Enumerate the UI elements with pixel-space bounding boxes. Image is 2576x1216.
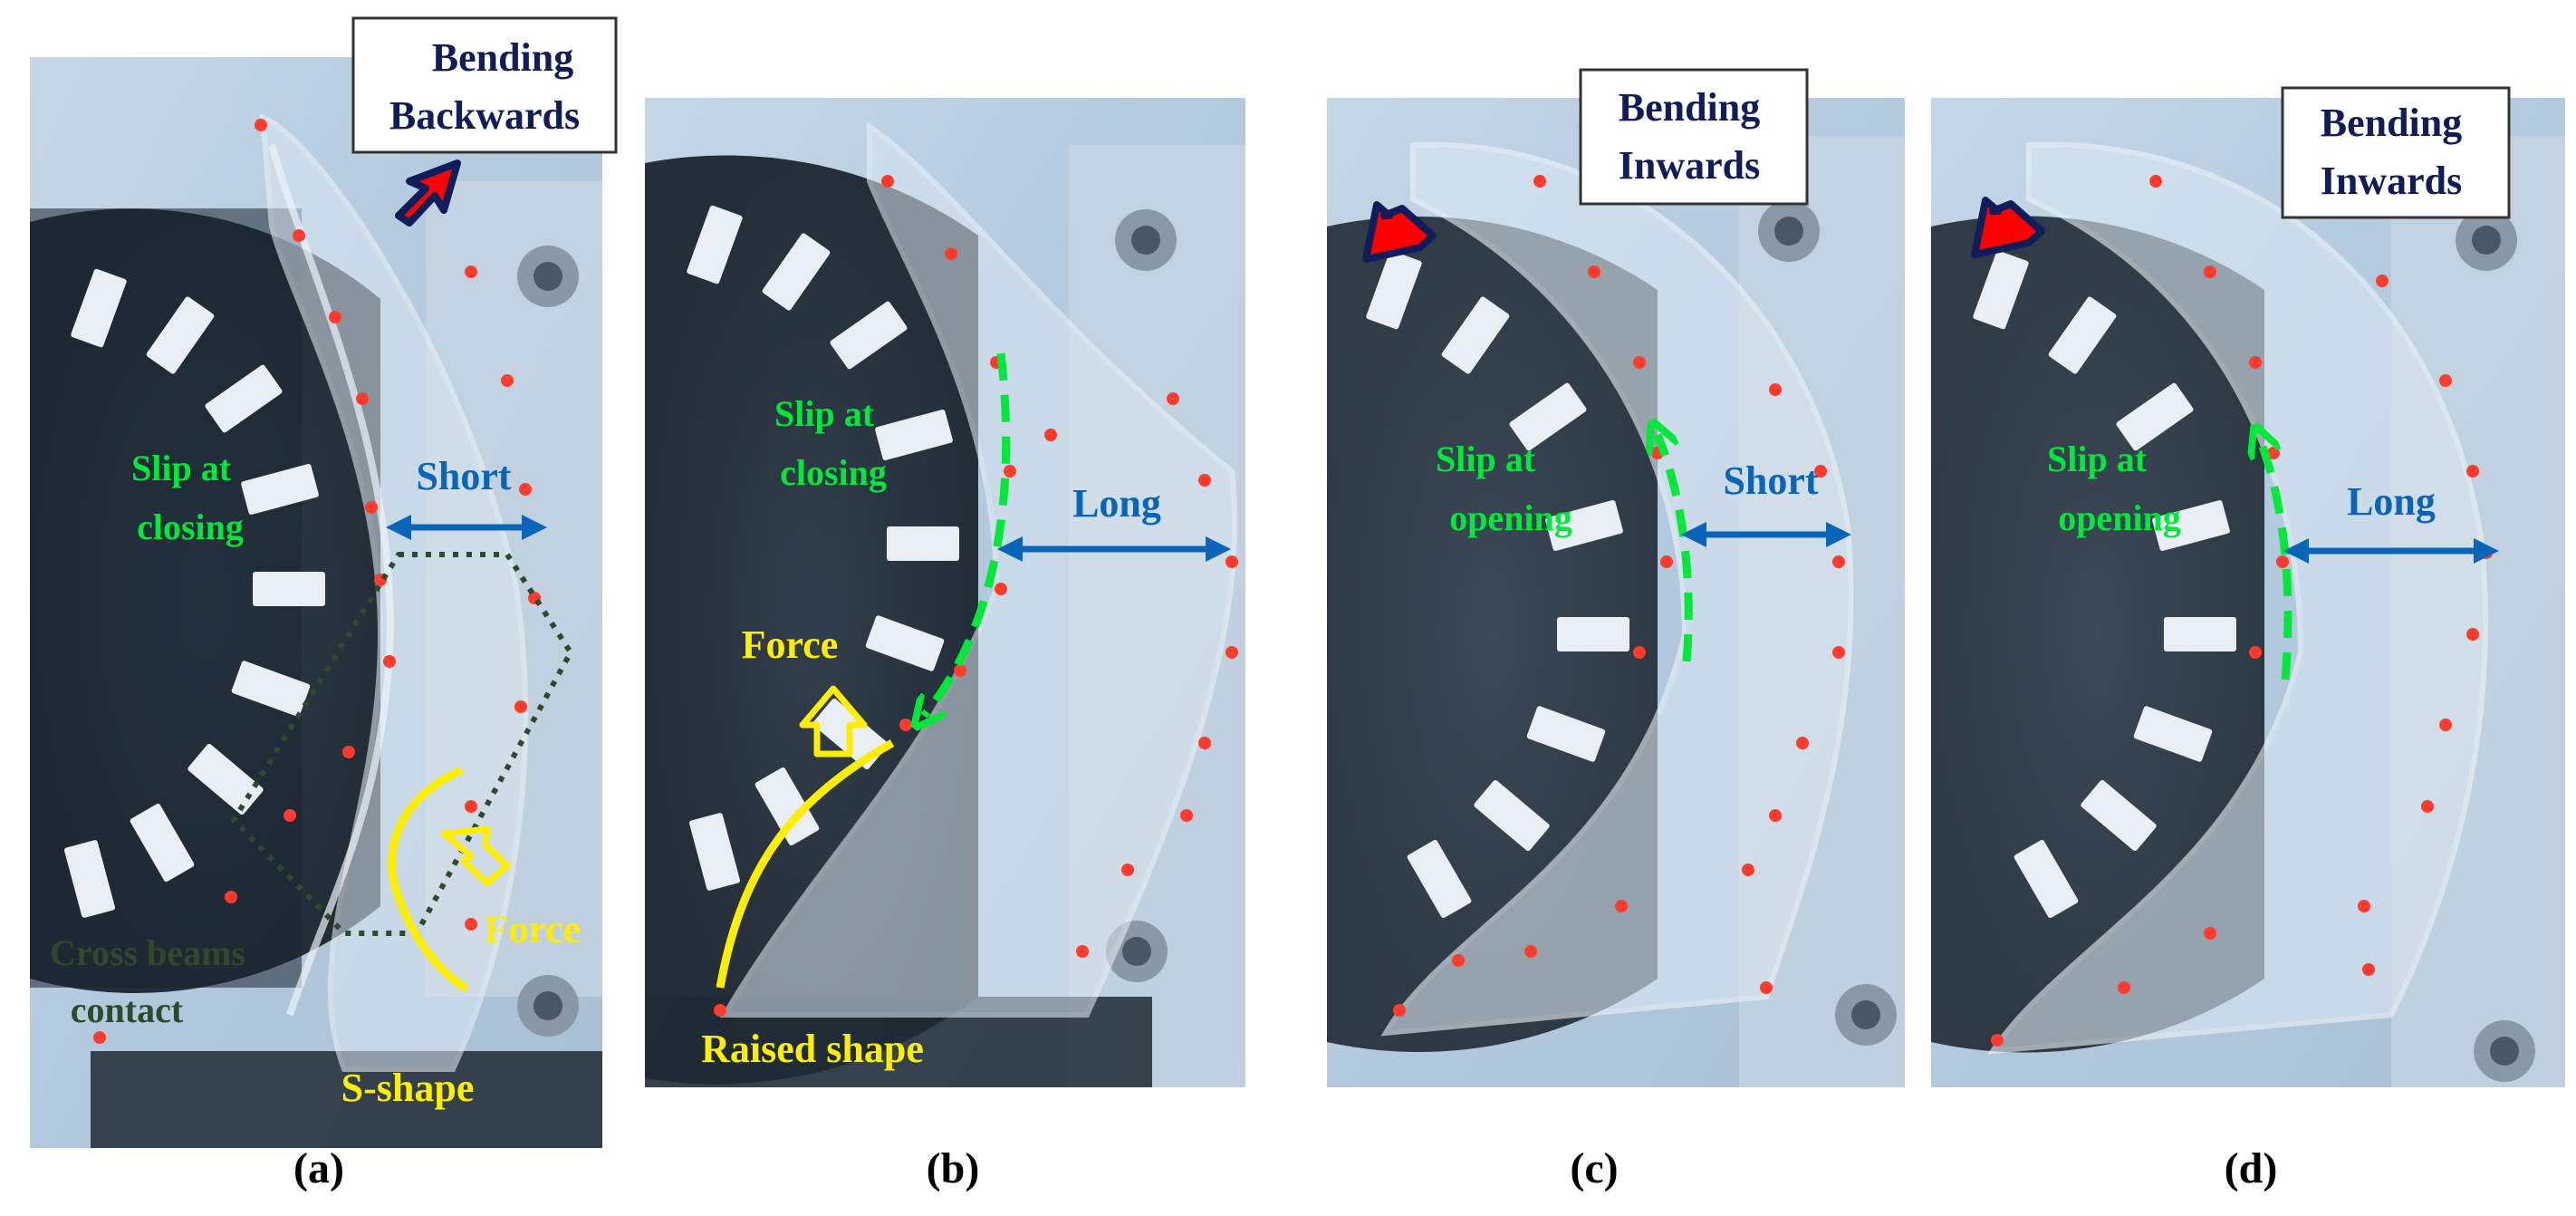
panel-b-force-label: Force <box>742 622 839 667</box>
panel-b-span-label: Long <box>1072 481 1161 526</box>
panel-c-bending-line2: Inwards <box>1619 143 1761 188</box>
panel-c-bending-arrow-icon <box>1362 201 1437 263</box>
panel-d-slip-line2: opening <box>2058 497 2181 538</box>
panel-a-s-shape-curve <box>388 766 468 992</box>
panel-a-slip-line2: closing <box>137 507 244 547</box>
panel-a-span-label: Short <box>416 454 511 498</box>
panel-d-span-label: Long <box>2347 479 2436 524</box>
panel-d-caption: (d) <box>2225 1144 2278 1192</box>
panel-b-slip-line1: Slip at <box>774 393 875 434</box>
panel-a-shape-label: S-shape <box>341 1066 475 1110</box>
panel-c-slip-line1: Slip at <box>1436 439 1536 479</box>
panel-a-scene <box>30 113 602 1148</box>
panel-c-bending-box <box>1579 68 1809 206</box>
panel-b-caption: (b) <box>927 1144 980 1192</box>
panel-b-force-arrow-icon <box>799 685 868 758</box>
panel-a-bending-line2: Backwards <box>389 93 580 138</box>
panel-d-slip-line1: Slip at <box>2047 439 2148 479</box>
panel-d-scene <box>1931 136 2565 1087</box>
panel-a-caption: (a) <box>293 1144 344 1192</box>
panel-a-contact-line1: Cross beams <box>50 932 245 973</box>
panel-b-shape-label: Raised shape <box>701 1027 924 1071</box>
panel-d: Bending Inwards Slip at opening Long (d) <box>1931 86 2565 1192</box>
panel-a-slip-line1: Slip at <box>131 448 232 488</box>
panel-a-force-arrow-icon <box>440 825 511 887</box>
panel-c-caption: (c) <box>1570 1144 1618 1192</box>
panel-c-scene <box>1327 136 1905 1087</box>
panel-d-bending-line1: Bending <box>2321 101 2463 145</box>
panel-a-contact-line2: contact <box>71 989 184 1030</box>
panel-c-span-label: Short <box>1723 458 1818 503</box>
panel-d-bending-arrow-icon <box>1971 197 2045 258</box>
panel-a-bending-arrow-icon <box>395 159 461 227</box>
panel-a-bending-box <box>351 16 618 154</box>
panel-c: Bending Inwards Slip at opening Short (c… <box>1327 68 1905 1192</box>
panel-b-raised-shape-curve <box>716 739 895 989</box>
panel-a-force-label: Force <box>485 907 582 951</box>
panel-c-slip-line2: opening <box>1449 497 1572 538</box>
panel-d-bending-line2: Inwards <box>2321 159 2463 203</box>
panel-a: Bending Backwards Slip at closing Short … <box>30 16 618 1192</box>
panel-b-slip-line2: closing <box>780 452 887 493</box>
panel-b-scene <box>645 121 1245 1087</box>
panel-c-bending-line1: Bending <box>1619 85 1761 130</box>
panel-d-bending-box <box>2281 86 2511 219</box>
panel-a-bending-line1: Bending <box>432 35 574 80</box>
panel-b: Slip at closing Long Force Raised shape … <box>645 98 1245 1192</box>
